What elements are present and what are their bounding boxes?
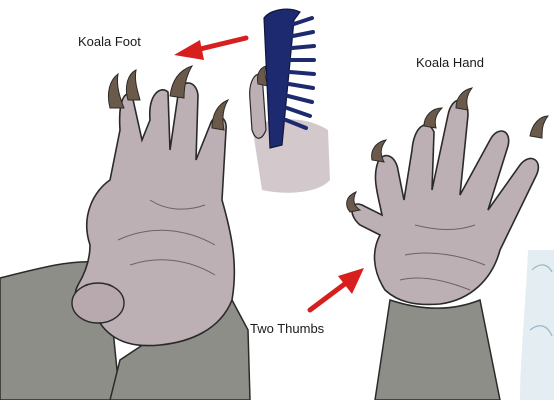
arrow-icon — [310, 268, 364, 310]
arrow-icon — [174, 38, 246, 60]
koala-foot-label: Koala Foot — [78, 34, 141, 49]
comb-group — [250, 9, 330, 193]
koala-hand-label: Koala Hand — [416, 55, 484, 70]
hand-claw — [456, 88, 472, 110]
koala-foot-drawing — [0, 66, 250, 400]
photo-corner — [520, 250, 554, 400]
foot-claw — [108, 74, 124, 108]
koala-hand-drawing — [347, 88, 548, 400]
foot-thumb-pad — [72, 283, 124, 323]
foot-claw — [126, 70, 140, 100]
two-thumbs-label: Two Thumbs — [250, 321, 324, 336]
hand-fur — [375, 300, 500, 400]
hand-claw — [530, 116, 548, 138]
hand-claw — [424, 108, 442, 128]
hand-claw — [347, 192, 360, 212]
hand-palm — [352, 100, 538, 304]
